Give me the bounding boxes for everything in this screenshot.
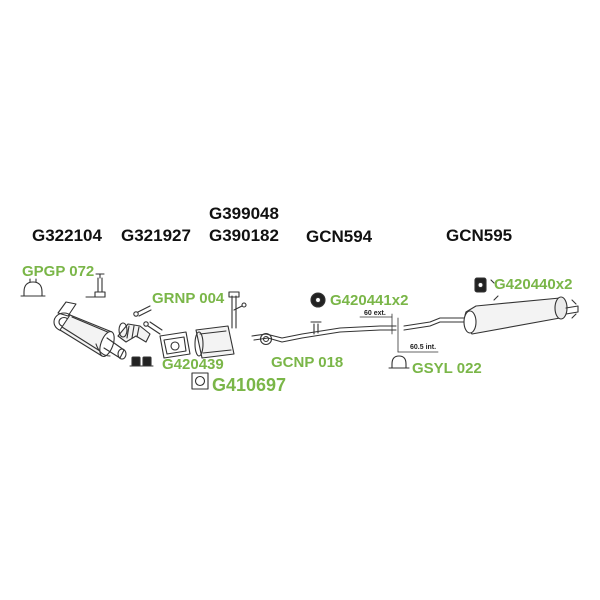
accessory-label-gasket: G410697 [212, 375, 287, 395]
part-number-3-bottom: G390182 [209, 226, 279, 245]
converter-unit [194, 291, 247, 359]
clamp-icon [388, 355, 410, 369]
accessory-label-gpgp: GPGP 072 [22, 263, 95, 280]
flex-pipe [117, 322, 151, 343]
part-number-3-top: G399048 [209, 204, 279, 223]
clamp-icon [20, 278, 46, 297]
part-number-2: G321927 [121, 226, 191, 245]
hanger-icon [310, 292, 326, 308]
bracket-icon [85, 273, 106, 298]
accessory-label-gcnp: GCNP 018 [271, 354, 344, 371]
gasket-icon [191, 372, 209, 390]
dimension-label-int: 60.5 int. [410, 344, 437, 351]
accessory-label-hanger-1: G420441x2 [330, 292, 409, 309]
accessory-label-hanger-2: G420440x2 [494, 276, 573, 293]
part-number-1: G322104 [32, 226, 102, 245]
part-number-4: GCN594 [306, 227, 373, 246]
dimension-lines [359, 313, 439, 353]
accessory-label-grnp: GRNP 004 [152, 290, 225, 307]
hanger-icon [474, 277, 495, 293]
middle-pipe [251, 321, 397, 343]
rear-silencer [403, 295, 579, 335]
dimension-label-ext: 60 ext. [364, 310, 386, 317]
part-number-5: GCN595 [446, 226, 513, 245]
accessory-label-mount: G420439 [162, 356, 224, 373]
accessory-label-gsyl: GSYL 022 [412, 360, 482, 377]
rubber-mount-icon [129, 356, 154, 367]
bolt-kit-icon [133, 305, 163, 335]
dpf-unit [53, 301, 127, 360]
flange-section [159, 331, 191, 359]
